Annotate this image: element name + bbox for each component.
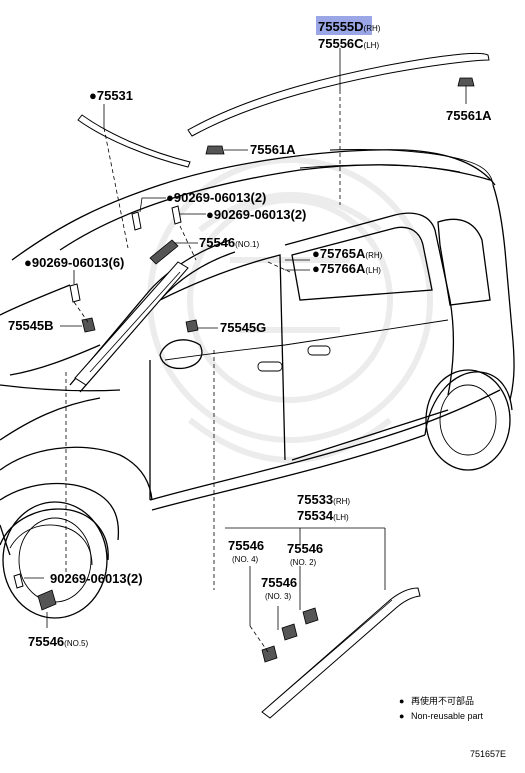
label-75561a-top[interactable]: 75561A	[446, 108, 492, 123]
leader-lines	[24, 48, 467, 653]
rocker-clips	[261, 607, 319, 663]
legend-dot-1: ●	[399, 696, 404, 706]
legend: ● 再使用不可部品 ● Non-reusable part	[399, 695, 484, 721]
screw-90269-upper	[131, 205, 182, 231]
legend-text-en: Non-reusable part	[411, 711, 484, 721]
label-75546-no1[interactable]: 75546(NO.1)	[199, 235, 259, 250]
screw-90269-left	[69, 283, 81, 303]
label-75531[interactable]: ●75531	[89, 88, 133, 103]
label-90269-a[interactable]: ●90269-06013(2)	[166, 190, 266, 205]
label-75546-no5[interactable]: 75546(NO.5)	[28, 634, 88, 649]
clip-75561a-mid	[205, 145, 225, 155]
vehicle-outline	[0, 149, 515, 619]
label-75546-no3[interactable]: 75546	[261, 575, 297, 590]
rocker-molding-part	[261, 587, 421, 719]
label-75546-no3-sfx: (NO. 3)	[265, 592, 292, 601]
label-75556c[interactable]: 75556C(LH)	[318, 36, 379, 51]
label-90269-b[interactable]: ●90269-06013(2)	[206, 207, 306, 222]
label-75545g[interactable]: 75545G	[220, 320, 266, 335]
label-75534[interactable]: 75534(LH)	[297, 508, 349, 523]
callout-labels: 75555D(RH) 75556C(LH) 75561A ●75531 7556…	[8, 16, 492, 649]
label-75766a[interactable]: ●75766A(LH)	[312, 261, 381, 276]
watermark-emblem	[147, 157, 433, 463]
clip-75545g	[185, 319, 199, 333]
bracket-75545b	[81, 317, 96, 333]
label-75561a-mid[interactable]: 75561A	[250, 142, 296, 157]
diagram-code: 751657E	[470, 749, 506, 759]
legend-dot-2: ●	[399, 711, 404, 721]
label-75545b[interactable]: 75545B	[8, 318, 54, 333]
label-75546-no2[interactable]: 75546	[287, 541, 323, 556]
roof-molding-part	[187, 52, 490, 137]
label-75546-no4-sfx: (NO. 4)	[232, 555, 259, 564]
highlight-box	[316, 16, 372, 35]
label-90269-d[interactable]: 90269-06013(2)	[50, 571, 143, 586]
legend-text-jp: 再使用不可部品	[411, 695, 474, 706]
label-90269-c[interactable]: ●90269-06013(6)	[24, 255, 124, 270]
clip-75546-no5	[13, 573, 57, 611]
label-75546-no2-sfx: (NO. 2)	[290, 558, 317, 567]
clip-75546-no1	[149, 239, 179, 265]
pillar-garnish-part	[74, 261, 189, 386]
label-75546-no4[interactable]: 75546	[228, 538, 264, 553]
label-75555d[interactable]: 75555D(RH)	[318, 19, 381, 34]
clip-75561a-top	[457, 77, 475, 87]
windshield-molding-part	[77, 114, 191, 168]
label-75533[interactable]: 75533(RH)	[297, 492, 350, 507]
label-75765a[interactable]: ●75765A(RH)	[312, 246, 383, 261]
